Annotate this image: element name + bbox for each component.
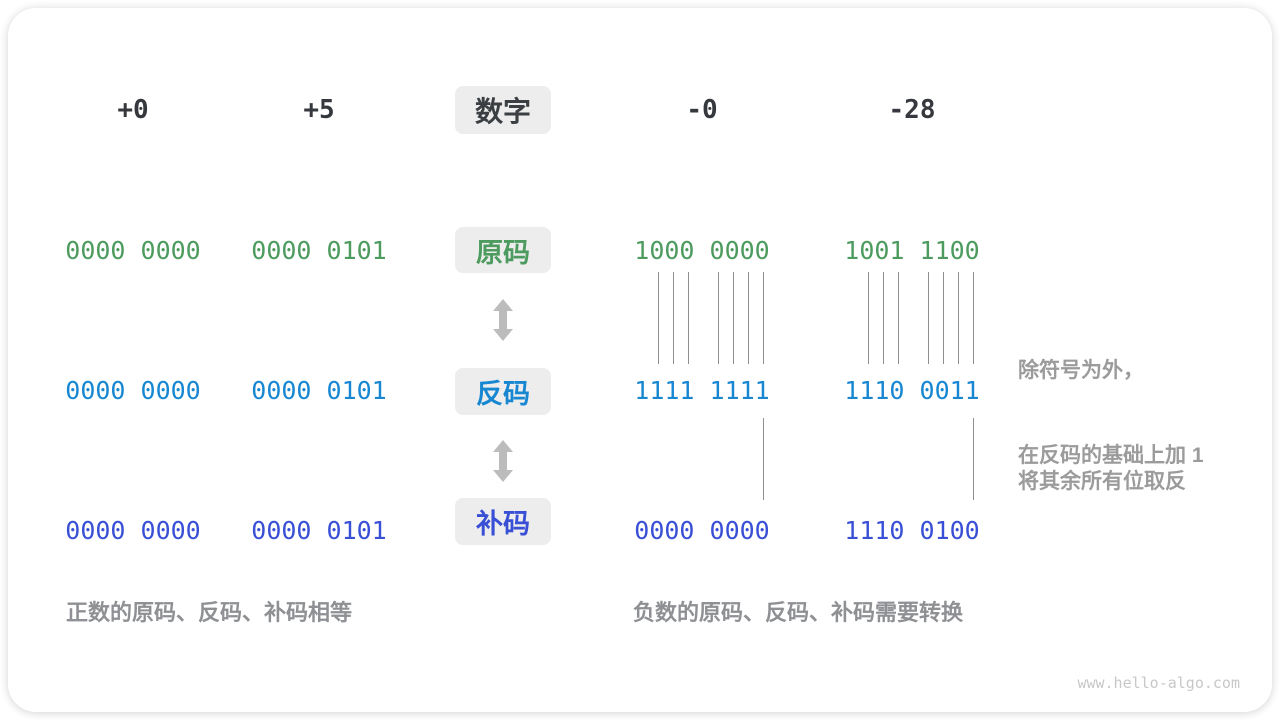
bitflip-line (673, 272, 674, 364)
annotation-flip-bits: 除符号为外， 将其余所有位取反 (1018, 278, 1186, 574)
number-minus-28: -28 (888, 95, 936, 125)
bitflip-line (763, 272, 764, 364)
label-twos-complement: 补码 (455, 498, 551, 545)
bitflip-line (973, 272, 974, 364)
bitflip-line (688, 272, 689, 364)
bitflip-line (733, 272, 734, 364)
bitflip-line (868, 272, 869, 364)
binary-sign-magnitude-minus28: 1001 1100 (844, 236, 980, 265)
watermark-url: www.hello-algo.com (1077, 674, 1240, 692)
updown-arrow-icon (493, 440, 513, 482)
label-number: 数字 (455, 86, 551, 134)
binary-sign-magnitude-minus0: 1000 0000 (634, 236, 770, 265)
number-plus-5: +5 (303, 95, 335, 125)
annotation-add-one: 在反码的基础上加 1 (1018, 444, 1204, 467)
updown-arrow-icon (493, 299, 513, 341)
addone-line (763, 418, 764, 500)
number-minus-0: -0 (686, 95, 718, 125)
annotation-flip-bits-line1: 除符号为外， (1018, 359, 1144, 382)
binary-sign-magnitude-plus0: 0000 0000 (65, 236, 201, 265)
binary-sign-magnitude-plus5: 0000 0101 (251, 236, 387, 265)
binary-twos-complement-plus5: 0000 0101 (251, 516, 387, 545)
bitflip-line (928, 272, 929, 364)
diagram-card: +0 +5 -0 -28 数字 原码 0000 0000 0000 0101 1… (8, 8, 1272, 712)
bitflip-line (943, 272, 944, 364)
label-number-text: 数字 (474, 96, 531, 127)
label-sign-magnitude-text: 原码 (476, 237, 530, 268)
bitflip-line (748, 272, 749, 364)
binary-twos-complement-plus0: 0000 0000 (65, 516, 201, 545)
binary-ones-complement-plus0: 0000 0000 (65, 376, 201, 405)
label-ones-complement-text: 反码 (476, 379, 530, 409)
caption-positive-numbers: 正数的原码、反码、补码相等 (66, 600, 353, 625)
binary-twos-complement-minus0: 0000 0000 (634, 516, 770, 545)
binary-ones-complement-minus28: 1110 0011 (844, 376, 980, 405)
binary-ones-complement-plus5: 0000 0101 (251, 376, 387, 405)
binary-ones-complement-minus0: 1111 1111 (634, 376, 770, 405)
label-twos-complement-text: 补码 (476, 509, 530, 539)
bitflip-line (718, 272, 719, 364)
bitflip-line (658, 272, 659, 364)
label-ones-complement: 反码 (455, 368, 551, 415)
bitflip-line (898, 272, 899, 364)
number-plus-0: +0 (117, 95, 149, 125)
bitflip-line (958, 272, 959, 364)
addone-line (973, 418, 974, 500)
annotation-flip-bits-line2: 将其余所有位取反 (1018, 470, 1186, 493)
label-sign-magnitude: 原码 (455, 227, 551, 273)
binary-twos-complement-minus28: 1110 0100 (844, 516, 980, 545)
bitflip-line (883, 272, 884, 364)
caption-negative-numbers: 负数的原码、反码、补码需要转换 (633, 600, 964, 625)
